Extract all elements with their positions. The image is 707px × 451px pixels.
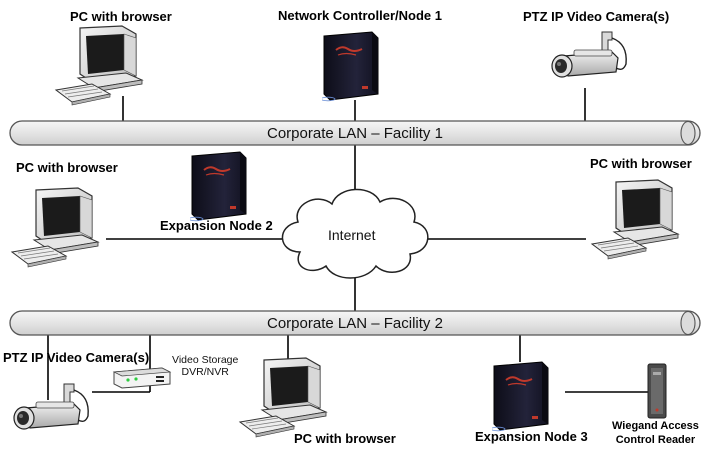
- storage-label: Video Storage DVR/NVR: [172, 354, 238, 378]
- camera-icon: [551, 31, 627, 78]
- storage-label-line1: Video Storage: [172, 354, 239, 366]
- lan-facility-2: [9, 310, 701, 336]
- cloud-icon: [281, 188, 429, 279]
- pc-label-f2: PC with browser: [294, 431, 396, 446]
- card-reader-icon: [647, 363, 667, 419]
- pc-label-f1: PC with browser: [70, 9, 172, 24]
- reader-label-line1: Wiegand Access: [612, 420, 699, 432]
- pc-label-right: PC with browser: [590, 156, 692, 171]
- expansion-node-2-label: Expansion Node 2: [160, 218, 273, 233]
- controller-icon: [190, 151, 247, 222]
- expansion-node-3-label: Expansion Node 3: [475, 429, 588, 444]
- controller-icon: [322, 31, 379, 102]
- camera-label-f1: PTZ IP Video Camera(s): [523, 9, 670, 24]
- lan-facility-1: [9, 120, 701, 146]
- pc-icon: [55, 25, 143, 106]
- connectors: [47, 88, 648, 400]
- pc-icon: [11, 187, 99, 268]
- pc-icon: [591, 179, 679, 260]
- reader-label-line2: Control Reader: [615, 433, 696, 446]
- storage-label-line2: DVR/NVR: [181, 366, 229, 379]
- camera-label-f2: PTZ IP Video Camera(s): [3, 350, 150, 365]
- pc-label-left: PC with browser: [16, 160, 118, 175]
- controller-icon: [492, 361, 549, 432]
- camera-icon: [13, 383, 89, 430]
- internet-label: Internet: [328, 227, 376, 243]
- lan-facility-1-label: Corporate LAN – Facility 1: [267, 125, 443, 142]
- pc-icon: [239, 357, 327, 438]
- reader-label: Wiegand Access Control Reader: [612, 420, 699, 448]
- lan-facility-2-label: Corporate LAN – Facility 2: [267, 315, 443, 332]
- dvr-icon: [112, 367, 172, 389]
- controller-label: Network Controller/Node 1: [278, 8, 442, 23]
